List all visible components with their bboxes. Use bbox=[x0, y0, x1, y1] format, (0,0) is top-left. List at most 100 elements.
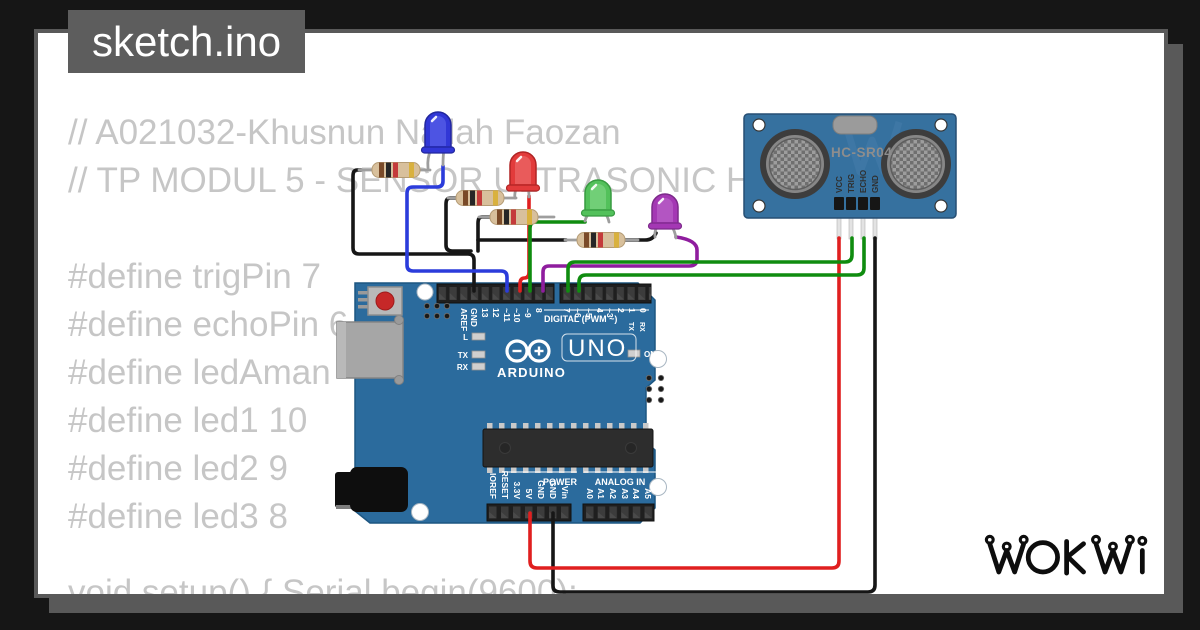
wire-red-vcc bbox=[528, 236, 841, 570]
led-rx-label: RX bbox=[457, 363, 469, 372]
svg-text:~10: ~10 bbox=[512, 308, 522, 323]
svg-text:~6: ~6 bbox=[573, 308, 583, 318]
svg-text:GND: GND bbox=[548, 480, 558, 499]
transducer-right bbox=[881, 129, 951, 199]
svg-text:GND: GND bbox=[536, 480, 546, 499]
svg-text:AREF: AREF bbox=[459, 308, 469, 331]
wire-green-echo-pin6 bbox=[577, 236, 866, 293]
code-line: #define echoPin 6 bbox=[68, 305, 349, 344]
code-listing: // A021032-Khusnun Nailah Faozan// TP MO… bbox=[68, 109, 876, 541]
svg-text:12: 12 bbox=[491, 308, 501, 318]
power-jack bbox=[335, 467, 408, 512]
arduino-label: ARDUINO bbox=[497, 365, 566, 380]
uno-label: UNO bbox=[568, 335, 627, 362]
ic-chip bbox=[482, 423, 654, 473]
svg-text:RX: RX bbox=[638, 322, 645, 332]
icsp-header-right bbox=[645, 374, 665, 404]
resistor-1[interactable] bbox=[371, 162, 421, 178]
svg-text:A0: A0 bbox=[585, 488, 595, 499]
wire-green-pin9 bbox=[528, 220, 587, 293]
svg-text:Vin: Vin bbox=[560, 486, 570, 499]
code-line: #define led1 10 bbox=[68, 401, 308, 440]
code-line: #define ledAman bbox=[68, 353, 331, 392]
wokwi-logo bbox=[984, 534, 1148, 576]
code-line: #define led3 8 bbox=[68, 497, 288, 536]
power-caption: POWER bbox=[543, 477, 578, 487]
mounting-hole bbox=[649, 478, 667, 496]
mounting-hole bbox=[416, 283, 434, 301]
digital-caption: DIGITAL (PWM ~) bbox=[544, 314, 617, 324]
resistor-2[interactable] bbox=[455, 190, 505, 206]
svg-text:~5: ~5 bbox=[584, 308, 594, 318]
led-red[interactable] bbox=[505, 151, 541, 192]
sensor-hole bbox=[752, 118, 766, 132]
board-indicator-leds: L TX RX ON bbox=[457, 332, 656, 372]
svg-text:~3: ~3 bbox=[605, 308, 615, 318]
resistors bbox=[371, 162, 626, 248]
svg-text:IOREF: IOREF bbox=[488, 473, 498, 499]
resistor-4[interactable] bbox=[576, 232, 626, 248]
led-tx-indicator bbox=[471, 350, 486, 359]
svg-text:A5: A5 bbox=[643, 488, 653, 499]
crystal-oscillator bbox=[832, 115, 878, 135]
wire-purple-pin8 bbox=[541, 235, 699, 293]
code-clipped-line: void setup() { Serial.begin(9600); bbox=[68, 573, 578, 598]
power-pin-labels: IOREF RESET 3.3V 5V GND GND Vin bbox=[488, 471, 570, 500]
hcsr04-sensor[interactable]: HC-SR04 VCC TRIG ECHO GND bbox=[743, 113, 957, 240]
svg-text:VCC: VCC bbox=[835, 176, 844, 193]
arduino-uno-board[interactable]: AREF GND 13 12 ~11 ~10 ~9 8 7 ~6 ~5 4 ~3… bbox=[335, 282, 667, 524]
svg-text:A3: A3 bbox=[620, 488, 630, 499]
analog-caption: ANALOG IN bbox=[595, 477, 646, 487]
led-on-indicator bbox=[627, 349, 641, 358]
digital-header bbox=[436, 283, 652, 304]
uno-label-box bbox=[561, 333, 637, 362]
led-l-indicator bbox=[471, 332, 486, 341]
sketch-filename: sketch.ino bbox=[68, 10, 306, 73]
led-tx-label: TX bbox=[458, 351, 469, 360]
reset-button[interactable] bbox=[358, 286, 403, 316]
sensor-pin-labels: VCC TRIG ECHO GND bbox=[835, 170, 880, 193]
led-blue[interactable] bbox=[420, 111, 456, 154]
code-line: #define trigPin 7 bbox=[68, 257, 321, 296]
wire-green-trig-pin7 bbox=[566, 236, 854, 293]
svg-text:A1: A1 bbox=[596, 488, 606, 499]
usb-connector bbox=[336, 315, 404, 385]
analog-pin-labels: A0 A1 A2 A3 A4 A5 bbox=[585, 488, 653, 499]
transducer-left bbox=[760, 129, 830, 199]
svg-text:A4: A4 bbox=[631, 488, 641, 499]
svg-text:8: 8 bbox=[534, 308, 544, 313]
sensor-label: HC-SR04 bbox=[831, 145, 892, 160]
svg-text:5V: 5V bbox=[524, 489, 534, 500]
sensor-hole bbox=[934, 118, 948, 132]
svg-text:GND: GND bbox=[871, 175, 880, 193]
svg-text:A2: A2 bbox=[608, 488, 618, 499]
svg-text:TX: TX bbox=[627, 322, 634, 331]
gnd-wires bbox=[351, 168, 877, 594]
svg-text:~11: ~11 bbox=[502, 308, 512, 322]
svg-text:GND: GND bbox=[469, 308, 479, 327]
led-green[interactable] bbox=[580, 179, 616, 217]
icsp-header-top bbox=[423, 302, 451, 320]
sensor-pin-block bbox=[834, 197, 880, 210]
svg-text:TRIG: TRIG bbox=[847, 174, 856, 193]
svg-text:ECHO: ECHO bbox=[859, 170, 868, 193]
arduino-infinity-logo bbox=[505, 339, 551, 363]
svg-text:3.3V: 3.3V bbox=[512, 482, 522, 500]
sensor-hole bbox=[934, 199, 948, 213]
wires bbox=[351, 164, 877, 594]
mounting-hole bbox=[649, 350, 667, 368]
mounting-hole bbox=[411, 503, 429, 521]
svg-text:13: 13 bbox=[480, 308, 490, 318]
analog-header bbox=[582, 503, 655, 522]
led-rx-indicator bbox=[471, 362, 486, 371]
wire-blue-pin11 bbox=[405, 164, 509, 293]
led-on-label: ON bbox=[644, 350, 656, 359]
svg-text:~9: ~9 bbox=[523, 308, 533, 318]
led-l-label: L bbox=[463, 333, 468, 342]
code-line: #define led2 9 bbox=[68, 449, 288, 488]
resistor-3[interactable] bbox=[489, 209, 539, 225]
led-purple[interactable] bbox=[647, 193, 683, 230]
sensor-hole bbox=[752, 199, 766, 213]
